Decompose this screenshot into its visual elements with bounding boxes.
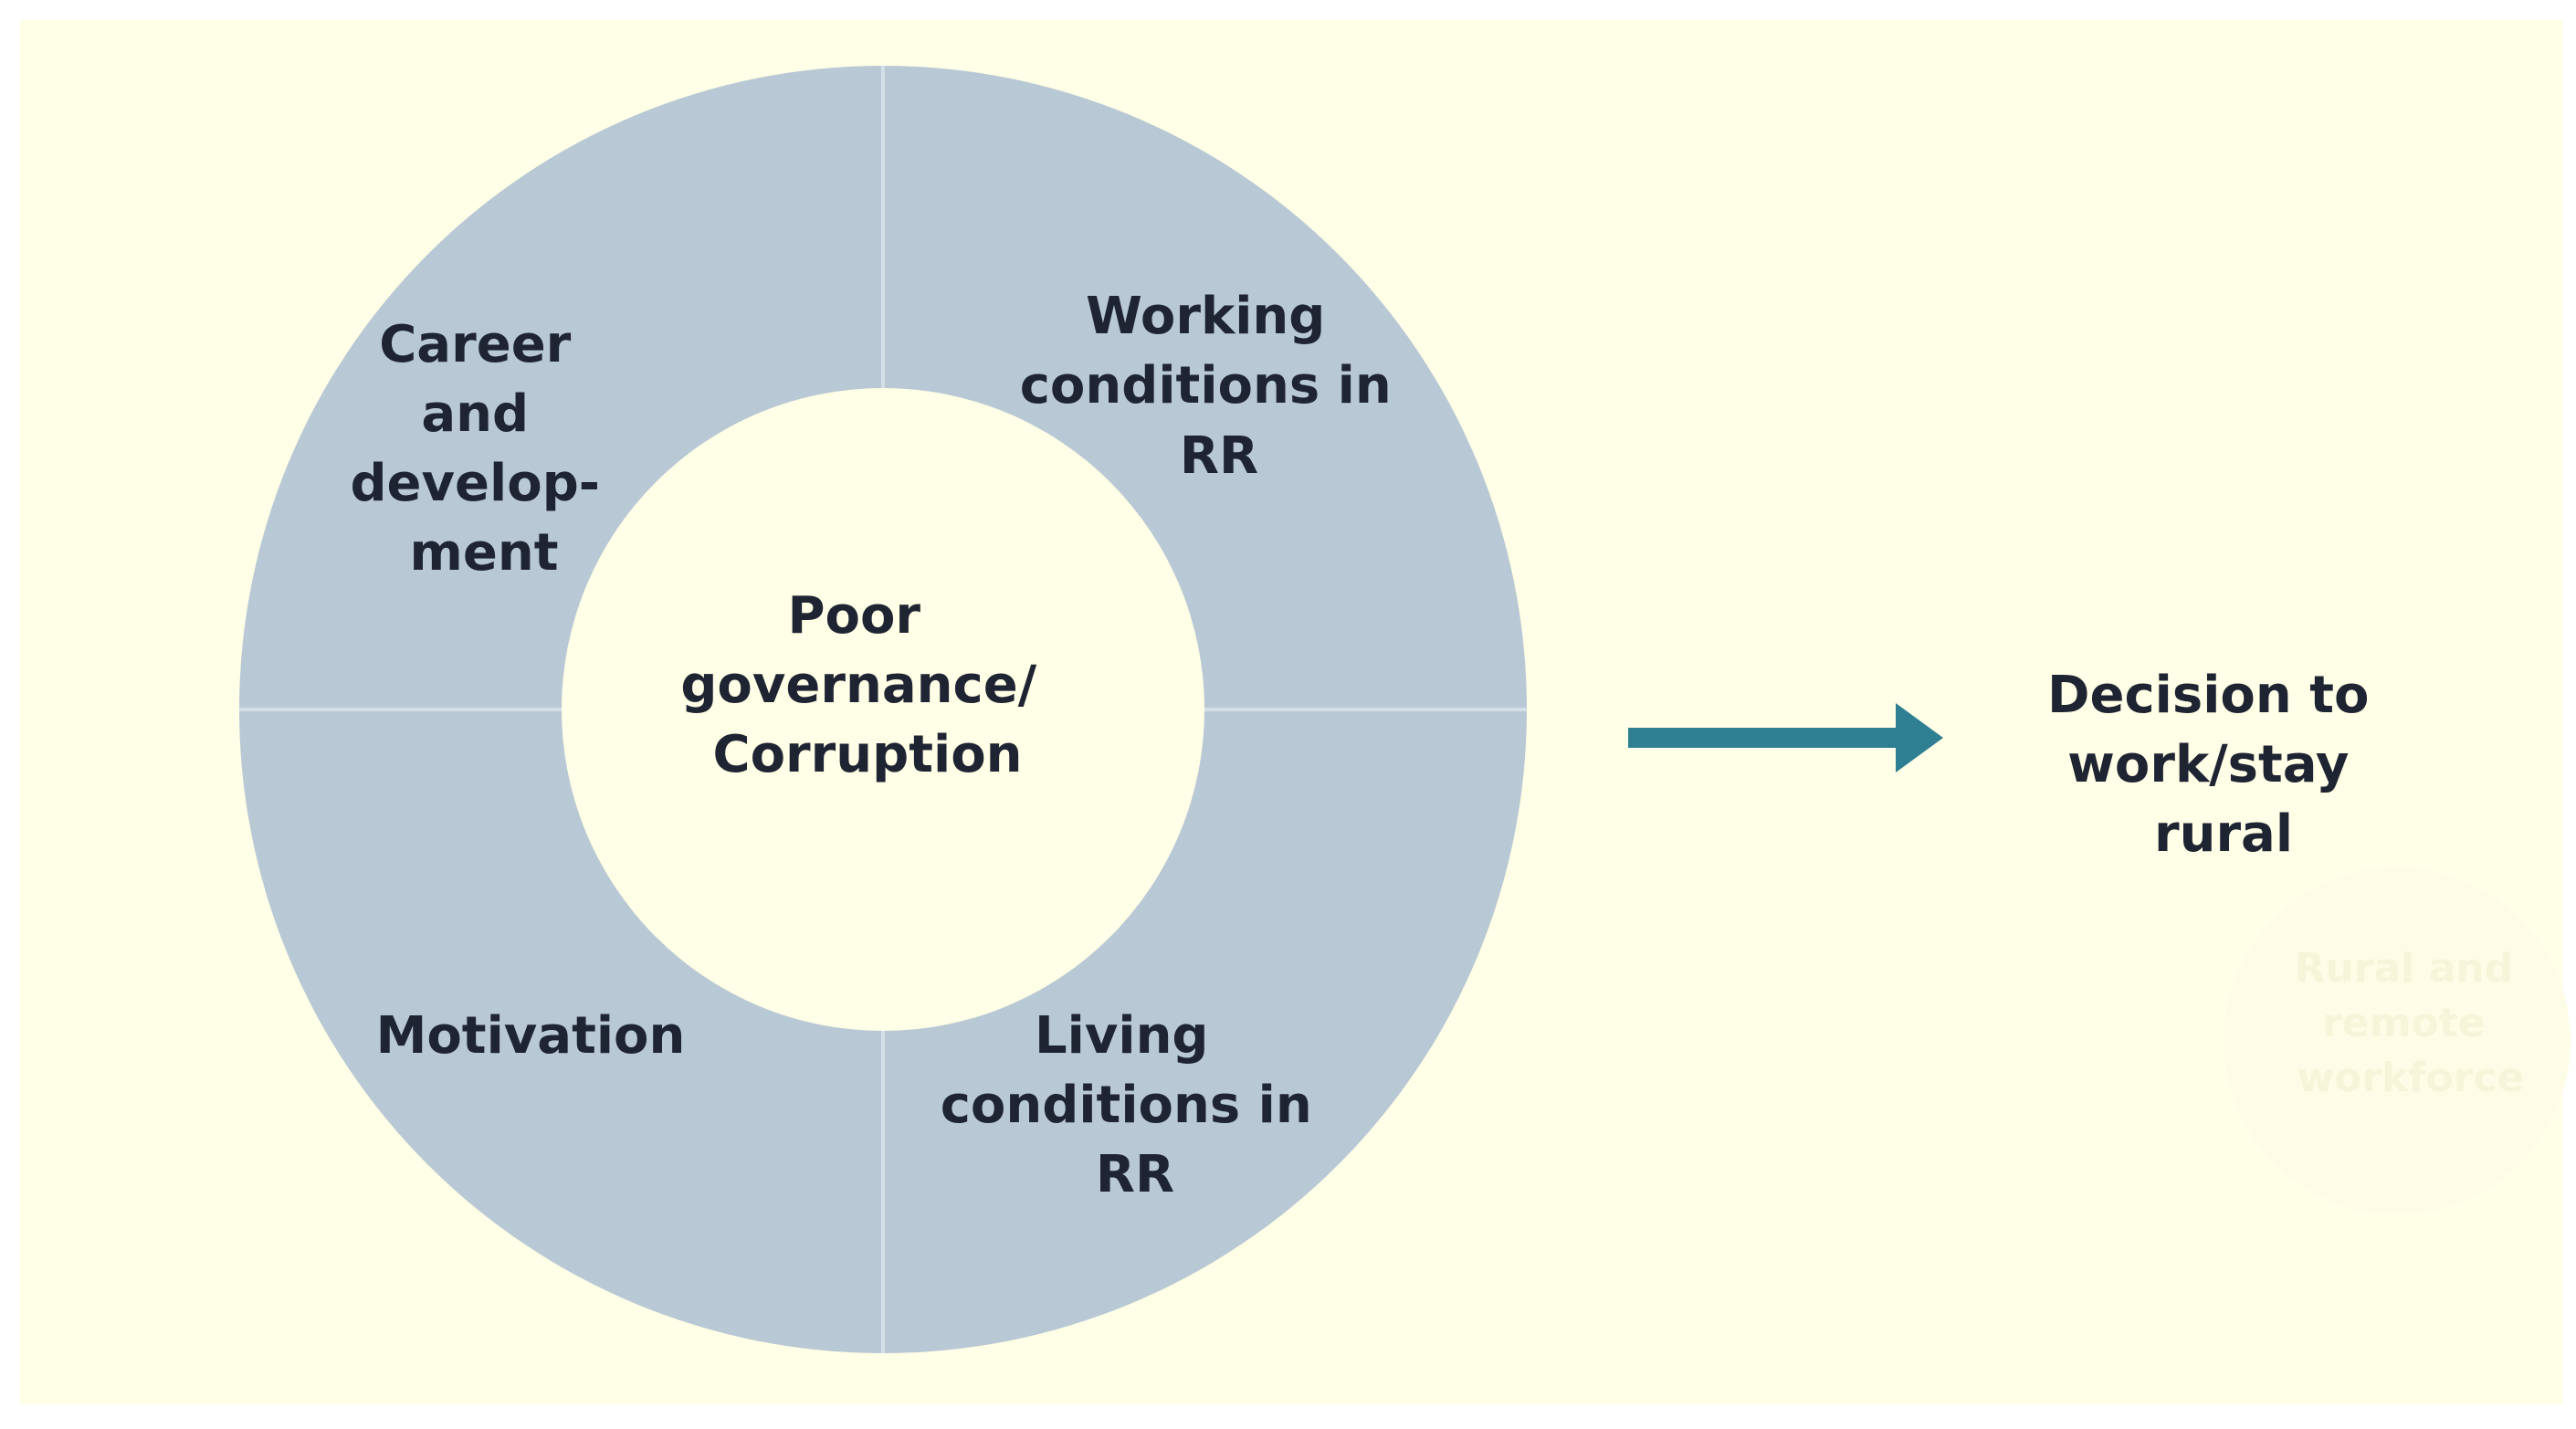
career-line-4: ment [410, 523, 559, 583]
outcome-line-2: work/stay [2067, 735, 2349, 794]
outcome-label: Decision to work/stay rural [2047, 666, 2387, 864]
outcome-line-3: rural [2154, 804, 2293, 864]
center-line-1: Poor [787, 586, 920, 646]
center-circle [562, 388, 1204, 1031]
working-line-2: conditions in [1020, 356, 1392, 415]
faded-line-3: workforce [2297, 1055, 2525, 1101]
working-line-1: Working [1086, 287, 1325, 346]
living-line-1: Living [1035, 1006, 1209, 1066]
center-line-3: Corruption [712, 725, 1022, 784]
career-line-1: Career [379, 315, 571, 374]
motivation-line-1: Motivation [376, 1006, 686, 1066]
outcome-line-1: Decision to [2047, 666, 2369, 725]
center-label: Poor governance/ Corruption [680, 586, 1054, 784]
segment-career-development-label: Career and develop- ment [350, 315, 617, 583]
center-line-2: governance/ [680, 656, 1036, 715]
segment-motivation-label: Motivation [376, 1006, 686, 1066]
arrow-shaft [1628, 728, 1905, 748]
segment-working-conditions-label: Working conditions in RR [1020, 287, 1410, 486]
faded-line-2: remote [2322, 1000, 2486, 1046]
arrow-head [1896, 703, 1943, 772]
right-arrow-icon [1628, 703, 1943, 772]
living-line-3: RR [1096, 1145, 1174, 1204]
career-line-2: and [421, 384, 529, 444]
faded-label: Rural and remote workforce [2295, 945, 2528, 1101]
faded-line-1: Rural and [2295, 945, 2514, 992]
living-line-2: conditions in [941, 1076, 1312, 1135]
career-line-3: develop- [350, 454, 600, 513]
working-line-3: RR [1180, 426, 1258, 486]
segment-living-conditions-label: Living conditions in RR [941, 1006, 1330, 1204]
faded-circle [2224, 867, 2571, 1214]
